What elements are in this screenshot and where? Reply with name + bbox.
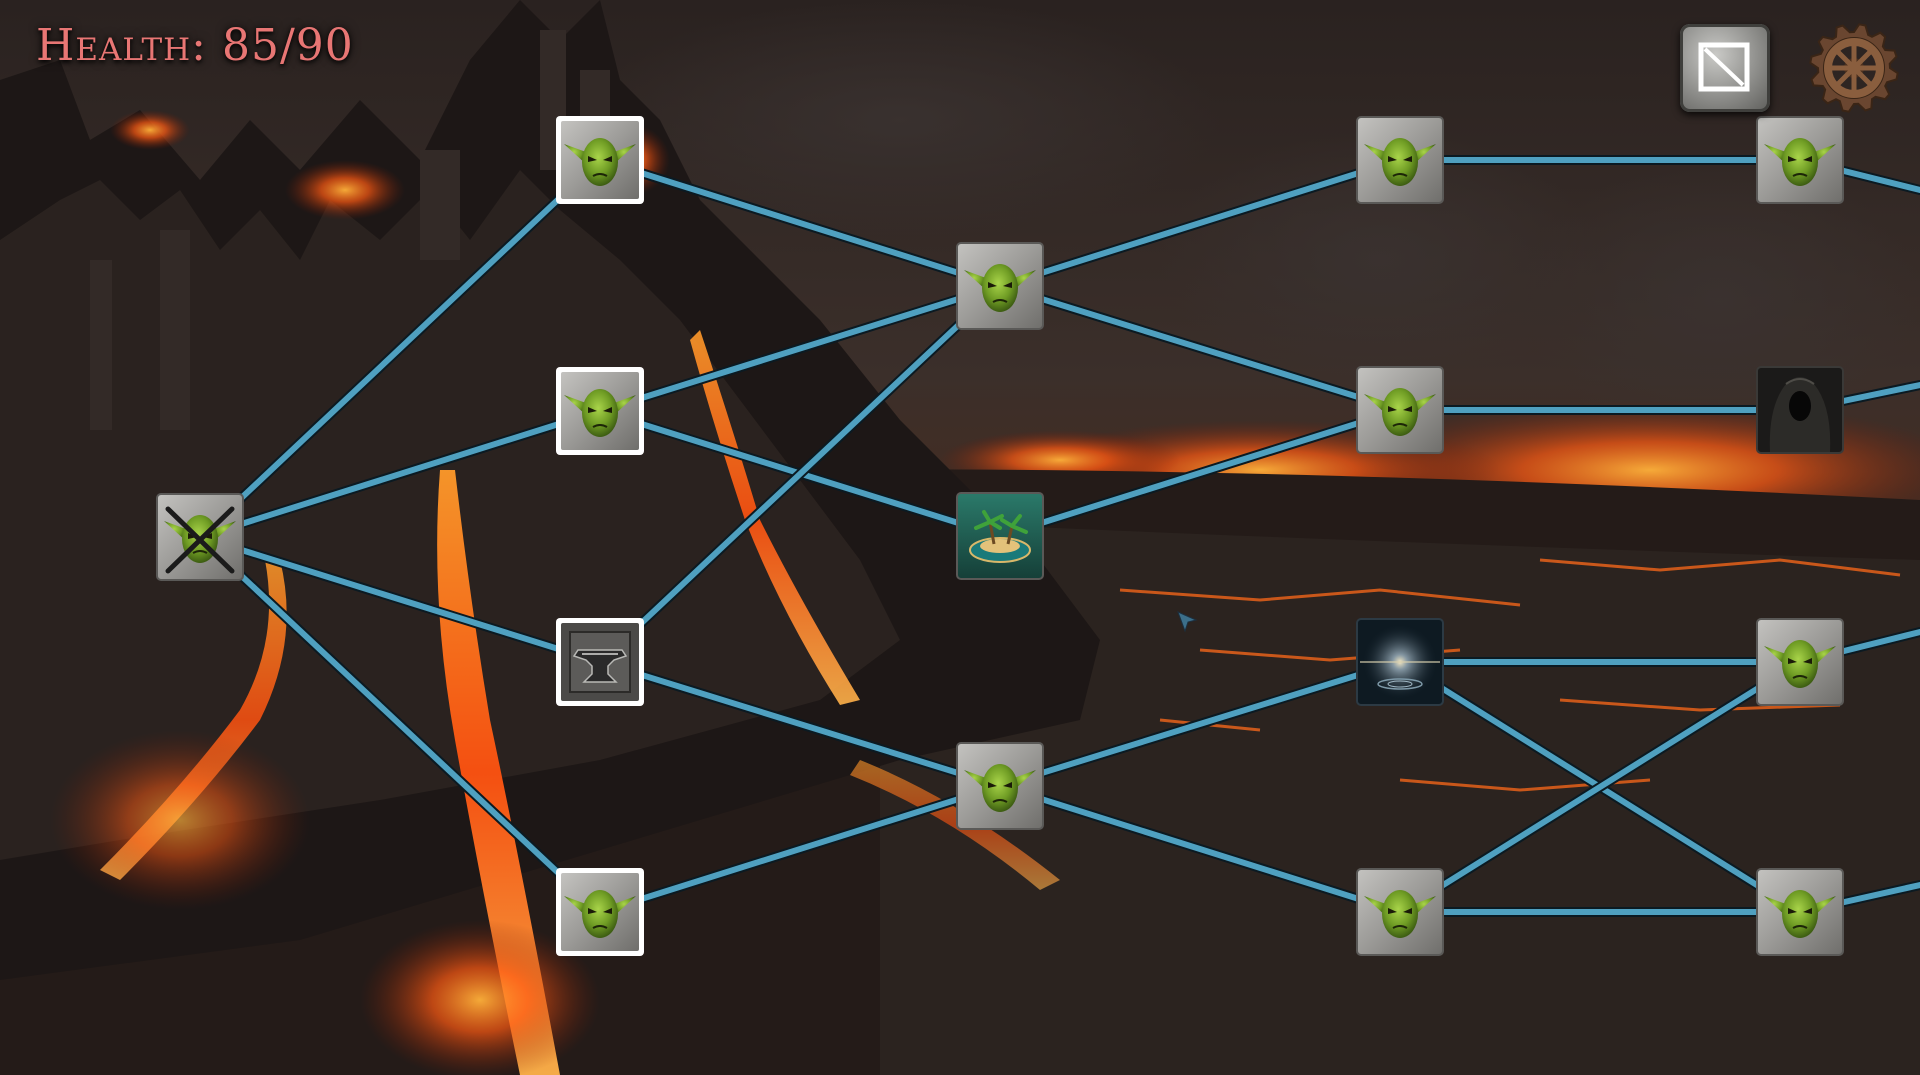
mystery-portal-icon (1360, 624, 1440, 700)
map-node-c1r4[interactable] (556, 868, 644, 956)
map-path-start-c1r4 (197, 534, 603, 915)
mouse-cursor-icon (1177, 611, 1198, 633)
map-path-c2r1-c3r2 (997, 283, 1403, 413)
health-label: Health: 85/90 (36, 20, 354, 71)
map-path-c1r3-c2r1 (597, 283, 1003, 665)
goblin-icon (964, 264, 1036, 312)
goblin-icon (564, 890, 636, 938)
goblin-icon (1364, 388, 1436, 436)
goblin-icon (564, 389, 636, 437)
map-node-c4r1[interactable] (1756, 116, 1844, 204)
map-path-c1r2-c2r1 (597, 283, 1003, 414)
map-node-c3r1[interactable] (1356, 116, 1444, 204)
map-path-c1r3-c2r3 (597, 659, 1003, 789)
goblin-icon (964, 764, 1036, 812)
map-node-c4r3[interactable] (1756, 618, 1844, 706)
map-node-c3r2[interactable] (1356, 366, 1444, 454)
map-node-c2r2[interactable] (956, 492, 1044, 580)
map-view-button[interactable] (1680, 24, 1770, 112)
map-path-start-c1r3 (197, 534, 603, 665)
map-node-c2r1[interactable] (956, 242, 1044, 330)
goblin-icon (564, 138, 636, 186)
anvil-icon (569, 631, 631, 693)
map-node-c3r3[interactable] (1356, 618, 1444, 706)
cleared-mark-icon (165, 506, 235, 574)
map-path-c1r1-c2r1 (597, 157, 1003, 289)
gear-icon (1809, 23, 1899, 113)
map-node-c1r3[interactable] (556, 618, 644, 706)
map-path-c2r3-c3r3 (997, 659, 1403, 789)
map-node-c1r2[interactable] (556, 367, 644, 455)
map-node-c4r4[interactable] (1756, 868, 1844, 956)
goblin-icon (1364, 890, 1436, 938)
settings-button[interactable] (1806, 20, 1902, 116)
map-icon (1698, 42, 1750, 92)
map-path-c2r2-c3r2 (997, 407, 1403, 539)
map-path-c3r4-c4r3 (1397, 659, 1803, 915)
map-node-c2r3[interactable] (956, 742, 1044, 830)
map-paths (195, 155, 1920, 917)
goblin-icon (1764, 640, 1836, 688)
oasis-island-icon (969, 510, 1031, 563)
map-node-c3r4[interactable] (1356, 868, 1444, 956)
map-path-start-c1r2 (197, 408, 603, 540)
map-path-c2r1-c3r1 (997, 157, 1403, 289)
map-path-c2r3-c3r4 (997, 783, 1403, 915)
goblin-icon (1364, 138, 1436, 186)
map-path-c1r4-c2r3 (597, 783, 1003, 915)
hooded-figure-icon (1769, 377, 1831, 452)
goblin-icon (1764, 138, 1836, 186)
goblin-icon (1764, 890, 1836, 938)
map-nodes (156, 116, 1844, 956)
map-node-c4r2[interactable] (1756, 366, 1844, 454)
map-node-start[interactable] (156, 493, 244, 581)
map-node-c1r1[interactable] (556, 116, 644, 204)
map-path-start-c1r1 (197, 157, 603, 540)
